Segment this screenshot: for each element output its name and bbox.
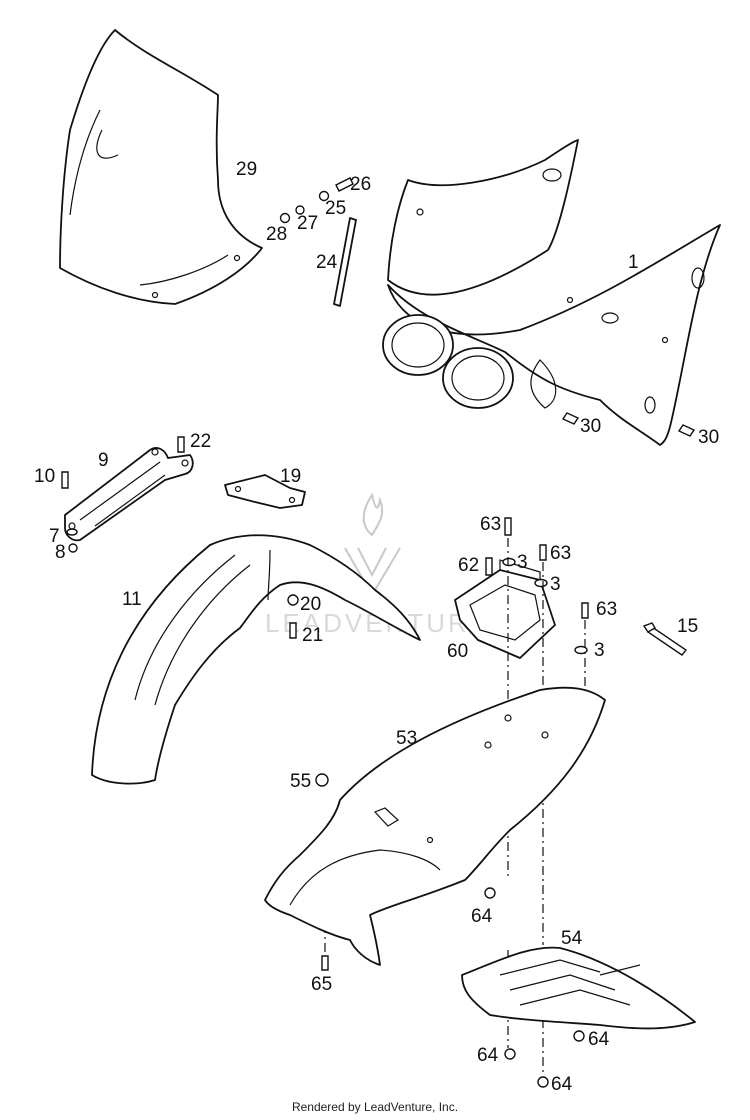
label-3-c: 3: [594, 640, 605, 661]
label-25: 25: [325, 198, 346, 219]
label-24: 24: [316, 252, 338, 273]
label-8: 8: [55, 542, 66, 563]
label-10: 10: [34, 466, 55, 487]
label-20: 20: [300, 594, 321, 615]
long-bolt: [642, 622, 688, 656]
callout-labels: 29 26 25 27 28 24 1 30 30 22 9 10 19 7 8…: [34, 159, 719, 1095]
label-65: 65: [311, 974, 332, 995]
label-64-c: 64: [477, 1045, 499, 1066]
mud-flap: [461, 946, 696, 1030]
windshield: [59, 29, 263, 305]
rear-fender-hardware: [315, 773, 496, 971]
label-21: 21: [302, 625, 323, 646]
tail-bracket: [454, 557, 556, 659]
rear-fender: [264, 686, 606, 966]
label-53: 53: [396, 728, 417, 749]
label-26: 26: [350, 174, 371, 195]
label-9: 9: [98, 450, 109, 471]
fairing-screws: [561, 412, 696, 437]
label-64-b: 64: [588, 1029, 610, 1050]
label-11: 11: [122, 589, 142, 610]
label-7: 7: [49, 526, 60, 547]
flap-hardware: [504, 1030, 585, 1088]
label-27: 27: [297, 213, 318, 234]
label-3-b: 3: [550, 574, 561, 595]
label-22: 22: [190, 431, 211, 452]
label-64-a: 64: [471, 906, 493, 927]
trim-strip: [333, 217, 357, 307]
label-28: 28: [266, 224, 287, 245]
label-55: 55: [290, 771, 311, 792]
front-fender: [91, 534, 421, 785]
label-3-a: 3: [517, 552, 528, 573]
fender-hardware: [287, 594, 299, 639]
label-63-b: 63: [550, 543, 571, 564]
label-30-b: 30: [698, 427, 719, 448]
tail-hardware: [502, 517, 589, 655]
label-63-a: 63: [480, 514, 501, 535]
label-64-d: 64: [551, 1074, 573, 1095]
headlight-fairing: [382, 139, 721, 446]
label-19: 19: [280, 466, 301, 487]
windshield-hardware: [279, 177, 354, 224]
label-62: 62: [458, 555, 479, 576]
label-54: 54: [561, 928, 583, 949]
mounting-plate: [224, 474, 306, 509]
label-63-c: 63: [596, 599, 617, 620]
footer-credit: Rendered by LeadVenture, Inc.: [291, 1100, 459, 1114]
label-1: 1: [628, 252, 639, 273]
label-60: 60: [447, 641, 468, 662]
bracket-hardware: [61, 436, 185, 553]
label-15: 15: [677, 616, 698, 637]
label-30-a: 30: [580, 416, 601, 437]
fairing-bracket: [64, 447, 194, 542]
label-29: 29: [236, 159, 257, 180]
